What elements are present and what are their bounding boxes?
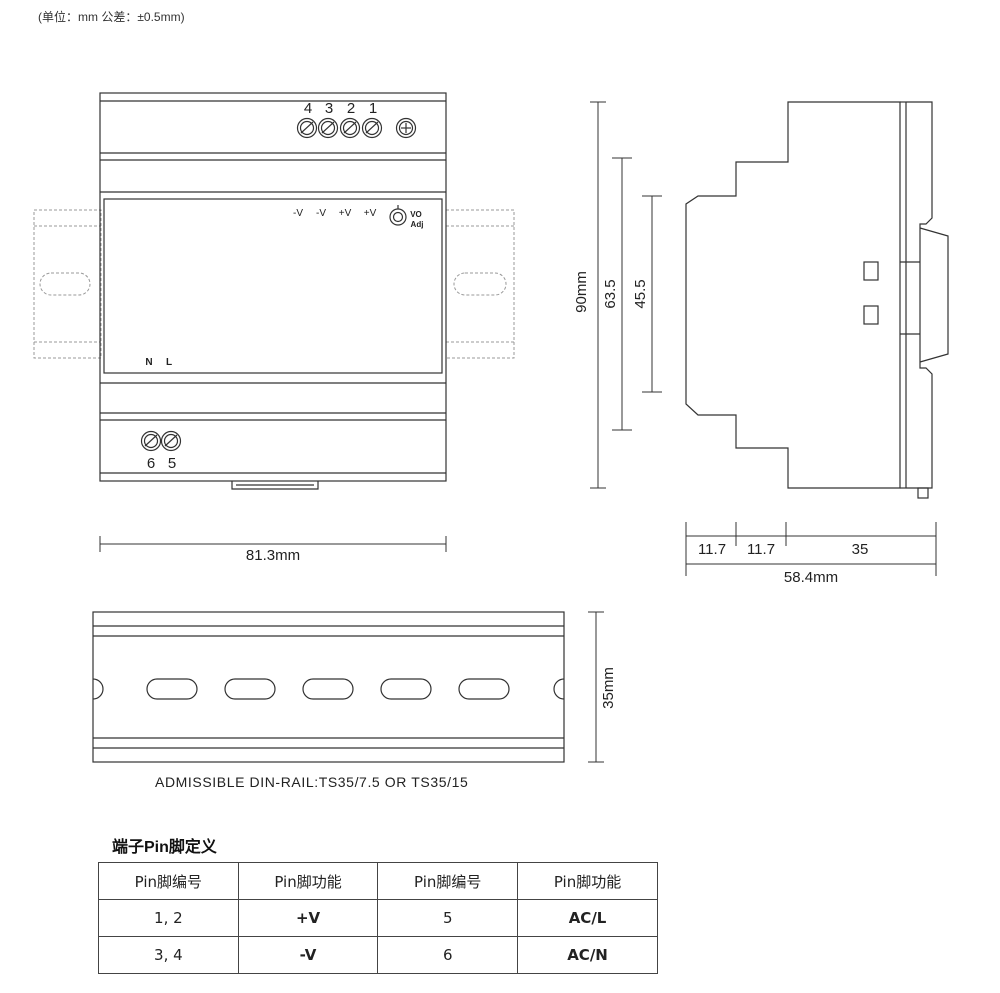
terminal-number-3: 3 <box>325 100 333 117</box>
rail-slot <box>458 678 510 700</box>
terminal-number-5: 5 <box>168 455 176 472</box>
side-slot-bottom <box>863 305 879 325</box>
terminal-number-4: 4 <box>304 100 312 117</box>
din-rail-view <box>92 611 565 763</box>
table-row: 1, 2 +V 5 AC/L <box>98 899 658 937</box>
din-rail-profile <box>919 227 949 363</box>
side-profile-outline <box>685 101 901 489</box>
table-header-cell: Pin脚编号 <box>377 862 519 900</box>
rail-slot <box>224 678 276 700</box>
terminal-number-1: 1 <box>369 100 377 117</box>
top-terminal-block <box>296 117 417 139</box>
n-label: N <box>145 357 152 368</box>
depth-11-7-a-label: 11.7 <box>698 541 726 558</box>
rail-outline <box>92 611 565 763</box>
side-view <box>685 101 949 499</box>
front-width-dimension <box>99 536 447 552</box>
height-90-label: 90mm <box>573 271 590 313</box>
panel-label-plus-v-1: +V <box>339 208 352 219</box>
terminal-number-6: 6 <box>147 455 155 472</box>
front-view <box>33 92 515 490</box>
table-header-row: Pin脚编号 Pin脚功能 Pin脚编号 Pin脚功能 <box>98 862 658 900</box>
side-depth-labels: 11.7 11.7 35 58.4mm <box>698 541 868 586</box>
front-rail-dashed <box>33 209 515 359</box>
rail-slot <box>146 678 198 700</box>
terminal-screw-icon <box>317 117 339 139</box>
din-rail-caption: ADMISSIBLE DIN-RAIL:TS35/7.5 OR TS35/15 <box>155 774 469 790</box>
table-header-cell: Pin脚编号 <box>98 862 239 900</box>
rail-slot <box>380 678 432 700</box>
table-header-cell: Pin脚功能 <box>517 862 658 900</box>
terminal-screw-icon <box>361 117 383 139</box>
din-latch <box>231 481 319 490</box>
front-view-labels: 4 3 2 1 -V -V +V +V VO Adj N L 6 5 <box>145 100 423 472</box>
pin-table-title: 端子Pin脚定义 <box>112 839 217 856</box>
side-clip <box>906 101 933 489</box>
side-slot-top <box>863 261 879 281</box>
rail-slot <box>302 678 354 700</box>
table-cell: 5 <box>377 899 519 937</box>
rail-end-notch-right <box>553 678 565 700</box>
front-width-label: 81.3mm <box>246 547 300 564</box>
terminal-screw-icon <box>160 430 182 452</box>
adj-label: Adj <box>411 220 424 229</box>
rail-height-dimension <box>588 611 604 763</box>
side-depth-dimensions <box>685 522 937 576</box>
front-panel <box>103 198 443 374</box>
table-cell: AC/N <box>517 936 658 974</box>
table-cell: 1, 2 <box>98 899 239 937</box>
vo-adjust-icon <box>389 205 407 226</box>
l-label: L <box>166 357 172 368</box>
depth-11-7-b-label: 11.7 <box>747 541 775 558</box>
side-foot <box>917 487 929 499</box>
height-45-label: 45.5 <box>632 279 649 308</box>
panel-label-plus-v-2: +V <box>364 208 377 219</box>
units-note: (单位：mm 公差：±0.5mm) <box>38 10 185 24</box>
rail-height-label: 35mm <box>600 667 617 709</box>
table-cell: AC/L <box>517 899 658 937</box>
side-height-dimensions <box>590 101 662 489</box>
table-cell: 3, 4 <box>98 936 239 974</box>
table-cell: +V <box>237 899 379 937</box>
panel-label-minus-v-1: -V <box>293 208 303 219</box>
vo-label: VO <box>410 210 422 219</box>
terminal-screw-icon <box>339 117 361 139</box>
terminal-screw-icon <box>140 430 162 452</box>
table-row: 3, 4 -V 6 AC/N <box>98 936 658 974</box>
terminal-screw-icon <box>296 117 318 139</box>
depth-58-4-label: 58.4mm <box>784 569 838 586</box>
table-header-cell: Pin脚功能 <box>237 862 379 900</box>
rail-end-notch-left <box>92 678 104 700</box>
bottom-terminal-block <box>140 430 182 452</box>
depth-35-label: 35 <box>852 541 869 558</box>
terminal-number-2: 2 <box>347 100 355 117</box>
table-cell: 6 <box>377 936 519 974</box>
housing-outline <box>99 92 447 482</box>
adjust-screw-icon <box>395 117 417 139</box>
pin-definition-table: Pin脚编号 Pin脚功能 Pin脚编号 Pin脚功能 1, 2 +V 5 AC… <box>98 862 658 974</box>
panel-label-minus-v-2: -V <box>316 208 326 219</box>
table-cell: -V <box>237 936 379 974</box>
height-63-label: 63.5 <box>602 279 619 308</box>
